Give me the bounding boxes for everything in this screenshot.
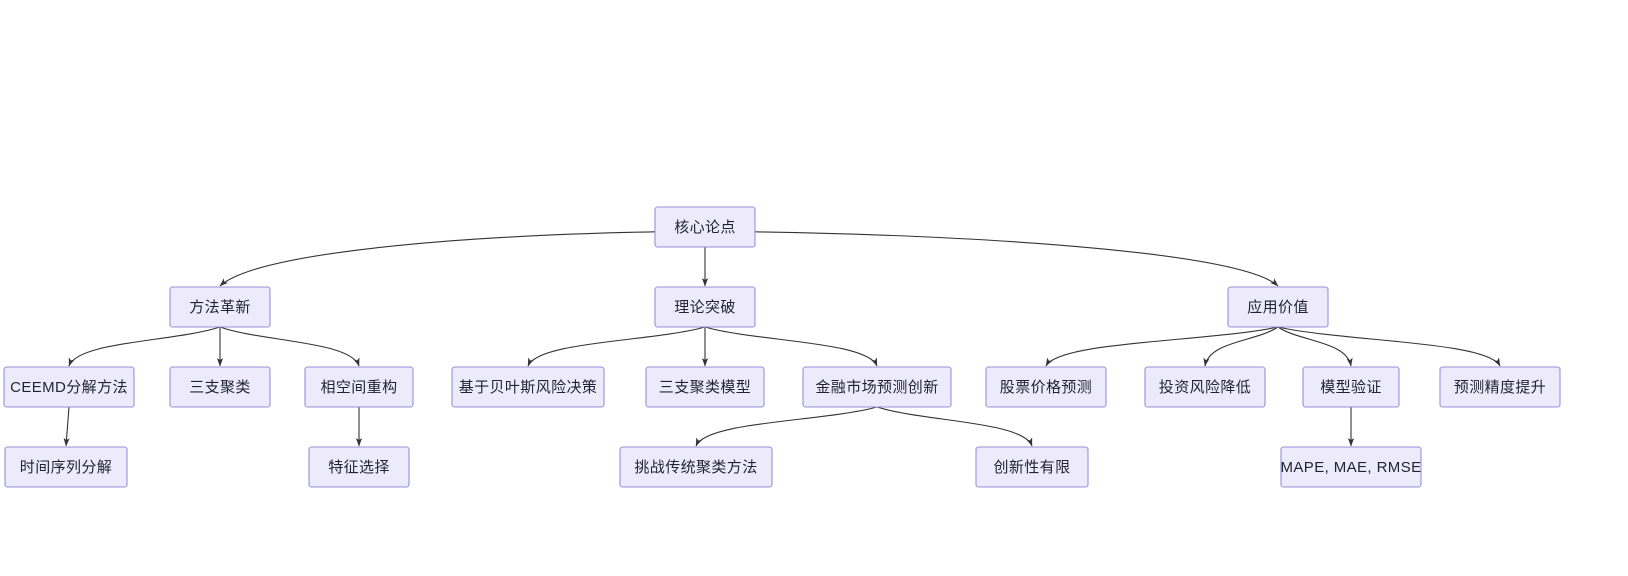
node-box [654, 286, 756, 328]
node-box [451, 366, 605, 408]
node-box [1280, 446, 1422, 488]
node-label: 挑战传统聚类方法 [634, 459, 757, 476]
node-box [654, 206, 756, 248]
node-label: 核心论点 [674, 219, 736, 236]
node-l1a[interactable]: 方法革新 [169, 286, 271, 328]
node-label: 三支聚类模型 [659, 379, 751, 396]
edge-root-to-l1c [754, 231, 1279, 287]
node-l1b[interactable]: 理论突破 [654, 286, 756, 328]
node-label: 方法革新 [189, 299, 251, 316]
edge-layer [63, 231, 1501, 447]
node-label: 应用价值 [1247, 298, 1309, 316]
node-root[interactable]: 核心论点 [654, 206, 756, 248]
node-l2j[interactable]: 预测精度提升 [1439, 366, 1561, 408]
node-l2h[interactable]: 投资风险降低 [1144, 366, 1266, 408]
node-l3c[interactable]: 挑战传统聚类方法 [619, 446, 773, 488]
node-l2f[interactable]: 金融市场预测创新 [802, 366, 952, 408]
node-l3b[interactable]: 特征选择 [308, 446, 410, 488]
node-label: 相空间重构 [320, 379, 397, 396]
node-box [645, 366, 765, 408]
edge-l1b-to-l2f [704, 326, 878, 367]
edge-l1b-to-l2d [527, 326, 706, 367]
node-l3d[interactable]: 创新性有限 [975, 446, 1089, 488]
node-label: 金融市场预测创新 [815, 379, 938, 396]
node-box [802, 366, 952, 408]
edge-root-to-l1a [219, 231, 656, 287]
node-l2i[interactable]: 模型验证 [1302, 366, 1400, 408]
node-l2g[interactable]: 股票价格预测 [985, 366, 1107, 408]
node-label: 时间序列分解 [20, 459, 112, 476]
edge-l2a-to-l3a [63, 406, 70, 447]
edge-l1a-to-l2c [219, 326, 360, 367]
edge-l1c-to-l2j [1277, 326, 1501, 367]
node-box [975, 446, 1089, 488]
node-l3e[interactable]: MAPE, MAE, RMSE [1280, 446, 1422, 488]
node-label: 投资风险降低 [1159, 379, 1251, 396]
node-box [308, 446, 410, 488]
edge-l1a-to-l2a [68, 326, 221, 367]
node-label: 预测精度提升 [1454, 379, 1546, 396]
node-box [4, 446, 128, 488]
node-box [169, 366, 271, 408]
edge-l1c-to-l2g [1045, 326, 1279, 367]
node-label: 模型验证 [1320, 379, 1382, 396]
node-l2c[interactable]: 相空间重构 [304, 366, 414, 408]
node-l2d[interactable]: 基于贝叶斯风险决策 [451, 366, 605, 408]
node-box [1227, 286, 1329, 328]
node-label: 创新性有限 [993, 459, 1070, 476]
node-l2b[interactable]: 三支聚类 [169, 366, 271, 408]
edge-l1c-to-l2h [1203, 326, 1279, 367]
edge-l2f-to-l3d [876, 406, 1033, 447]
node-box [1439, 366, 1561, 408]
node-box [169, 286, 271, 328]
node-l3a[interactable]: 时间序列分解 [4, 446, 128, 488]
node-label: 股票价格预测 [1000, 379, 1092, 396]
node-label: 三支聚类 [189, 379, 251, 396]
node-l2a[interactable]: CEEMD分解方法 [3, 366, 135, 408]
node-label: 基于贝叶斯风险决策 [459, 379, 598, 396]
edge-l1c-to-l2i [1277, 326, 1353, 367]
node-l2e[interactable]: 三支聚类模型 [645, 366, 765, 408]
node-box [1144, 366, 1266, 408]
node-label: 理论突破 [674, 299, 736, 316]
node-label: MAPE, MAE, RMSE [1280, 459, 1421, 476]
node-box [3, 366, 135, 408]
node-box [304, 366, 414, 408]
node-box [985, 366, 1107, 408]
node-box [1302, 366, 1400, 408]
edge-l2f-to-l3c [695, 406, 878, 447]
node-l1c[interactable]: 应用价值 [1227, 286, 1329, 328]
node-box [619, 446, 773, 488]
node-label: CEEMD分解方法 [10, 379, 128, 396]
node-label: 特征选择 [328, 459, 390, 476]
